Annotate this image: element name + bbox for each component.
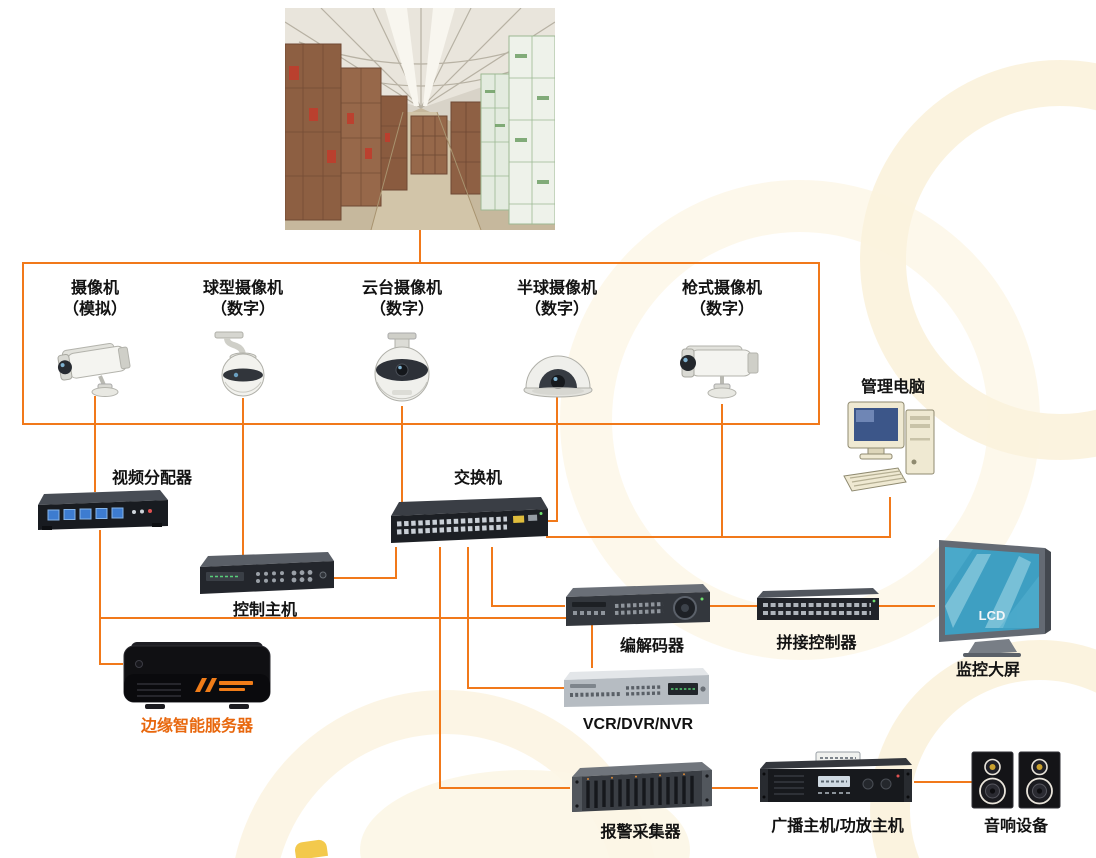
camera-dome-label: 半球摄像机 （数字） — [492, 278, 622, 320]
broadcast-amplifier-icon — [760, 751, 912, 802]
video-distributor-icon — [38, 490, 168, 530]
camera-analog-label: 摄像机 （模拟） — [30, 278, 160, 320]
link-dome-switch — [546, 396, 558, 522]
camera-label-line1: 摄像机 — [70, 280, 119, 297]
camera-label-line2: （模拟） — [62, 301, 127, 318]
camera-gun-label: 枪式摄像机 （数字） — [657, 278, 787, 320]
edge-server-label: 边缘智能服务器 — [140, 718, 253, 735]
camera-label-line2: （数字） — [369, 301, 434, 318]
camera-label-line1: 球型摄像机 — [202, 280, 283, 297]
lcd-screen-text: LCD — [979, 608, 1006, 623]
camera-label-line2: （数字） — [524, 301, 589, 318]
splicing-controller-label: 拼接控制器 — [776, 635, 857, 652]
camera-label-line2: （数字） — [210, 301, 275, 318]
warehouse-photo — [285, 8, 555, 230]
camera-ptz-label: 云台摄像机 （数字） — [337, 278, 467, 320]
management-pc-icon — [843, 401, 935, 492]
network-switch-icon — [391, 497, 548, 543]
alarm-collector-label: 报警采集器 — [600, 824, 681, 841]
link-switch-pc — [546, 497, 891, 538]
mini-dome-camera-icon — [523, 355, 593, 398]
video-distributor-label: 视频分配器 — [111, 470, 192, 487]
management-pc-label: 管理电脑 — [860, 379, 925, 396]
camera-label-line2: （数字） — [689, 301, 754, 318]
monitor-wall-label: 监控大屏 — [955, 662, 1020, 679]
analog-bullet-camera-icon — [57, 342, 131, 397]
link-distributor-edgeserver — [99, 530, 123, 665]
link-switch-vcr — [467, 547, 564, 689]
vcr-dvr-nvr-label: VCR/DVR/NVR — [582, 716, 694, 733]
link-switch-codec — [491, 547, 565, 607]
vcr-dvr-nvr-icon — [564, 668, 709, 707]
camera-label-line1: 云台摄像机 — [361, 280, 442, 297]
camera-group-box — [22, 262, 820, 425]
link-controlhost-switch — [334, 547, 397, 579]
control-host-label: 控制主机 — [232, 602, 297, 619]
lcd-wall-icon: LCD — [939, 540, 1051, 657]
control-host-icon — [200, 552, 334, 594]
switch-label: 交换机 — [453, 470, 502, 487]
link-switch-alarm — [439, 547, 570, 789]
alarm-collector-icon — [572, 762, 712, 812]
camera-label-line1: 半球摄像机 — [516, 280, 597, 297]
camera-label-line1: 枪式摄像机 — [681, 280, 762, 297]
codec-icon — [566, 584, 710, 626]
ball-camera-icon — [214, 331, 265, 397]
audio-equipment-label: 音响设备 — [983, 818, 1048, 835]
broadcast-host-label: 广播主机/功放主机 — [771, 818, 904, 835]
camera-ball-label: 球型摄像机 （数字） — [178, 278, 308, 320]
gun-bullet-camera-icon — [680, 345, 759, 399]
speakers-icon — [971, 751, 1061, 809]
codec-label: 编解码器 — [619, 638, 684, 655]
edge-ai-server-icon — [123, 642, 271, 709]
ptz-dome-camera-icon — [374, 332, 430, 402]
splicing-controller-icon — [757, 588, 879, 620]
